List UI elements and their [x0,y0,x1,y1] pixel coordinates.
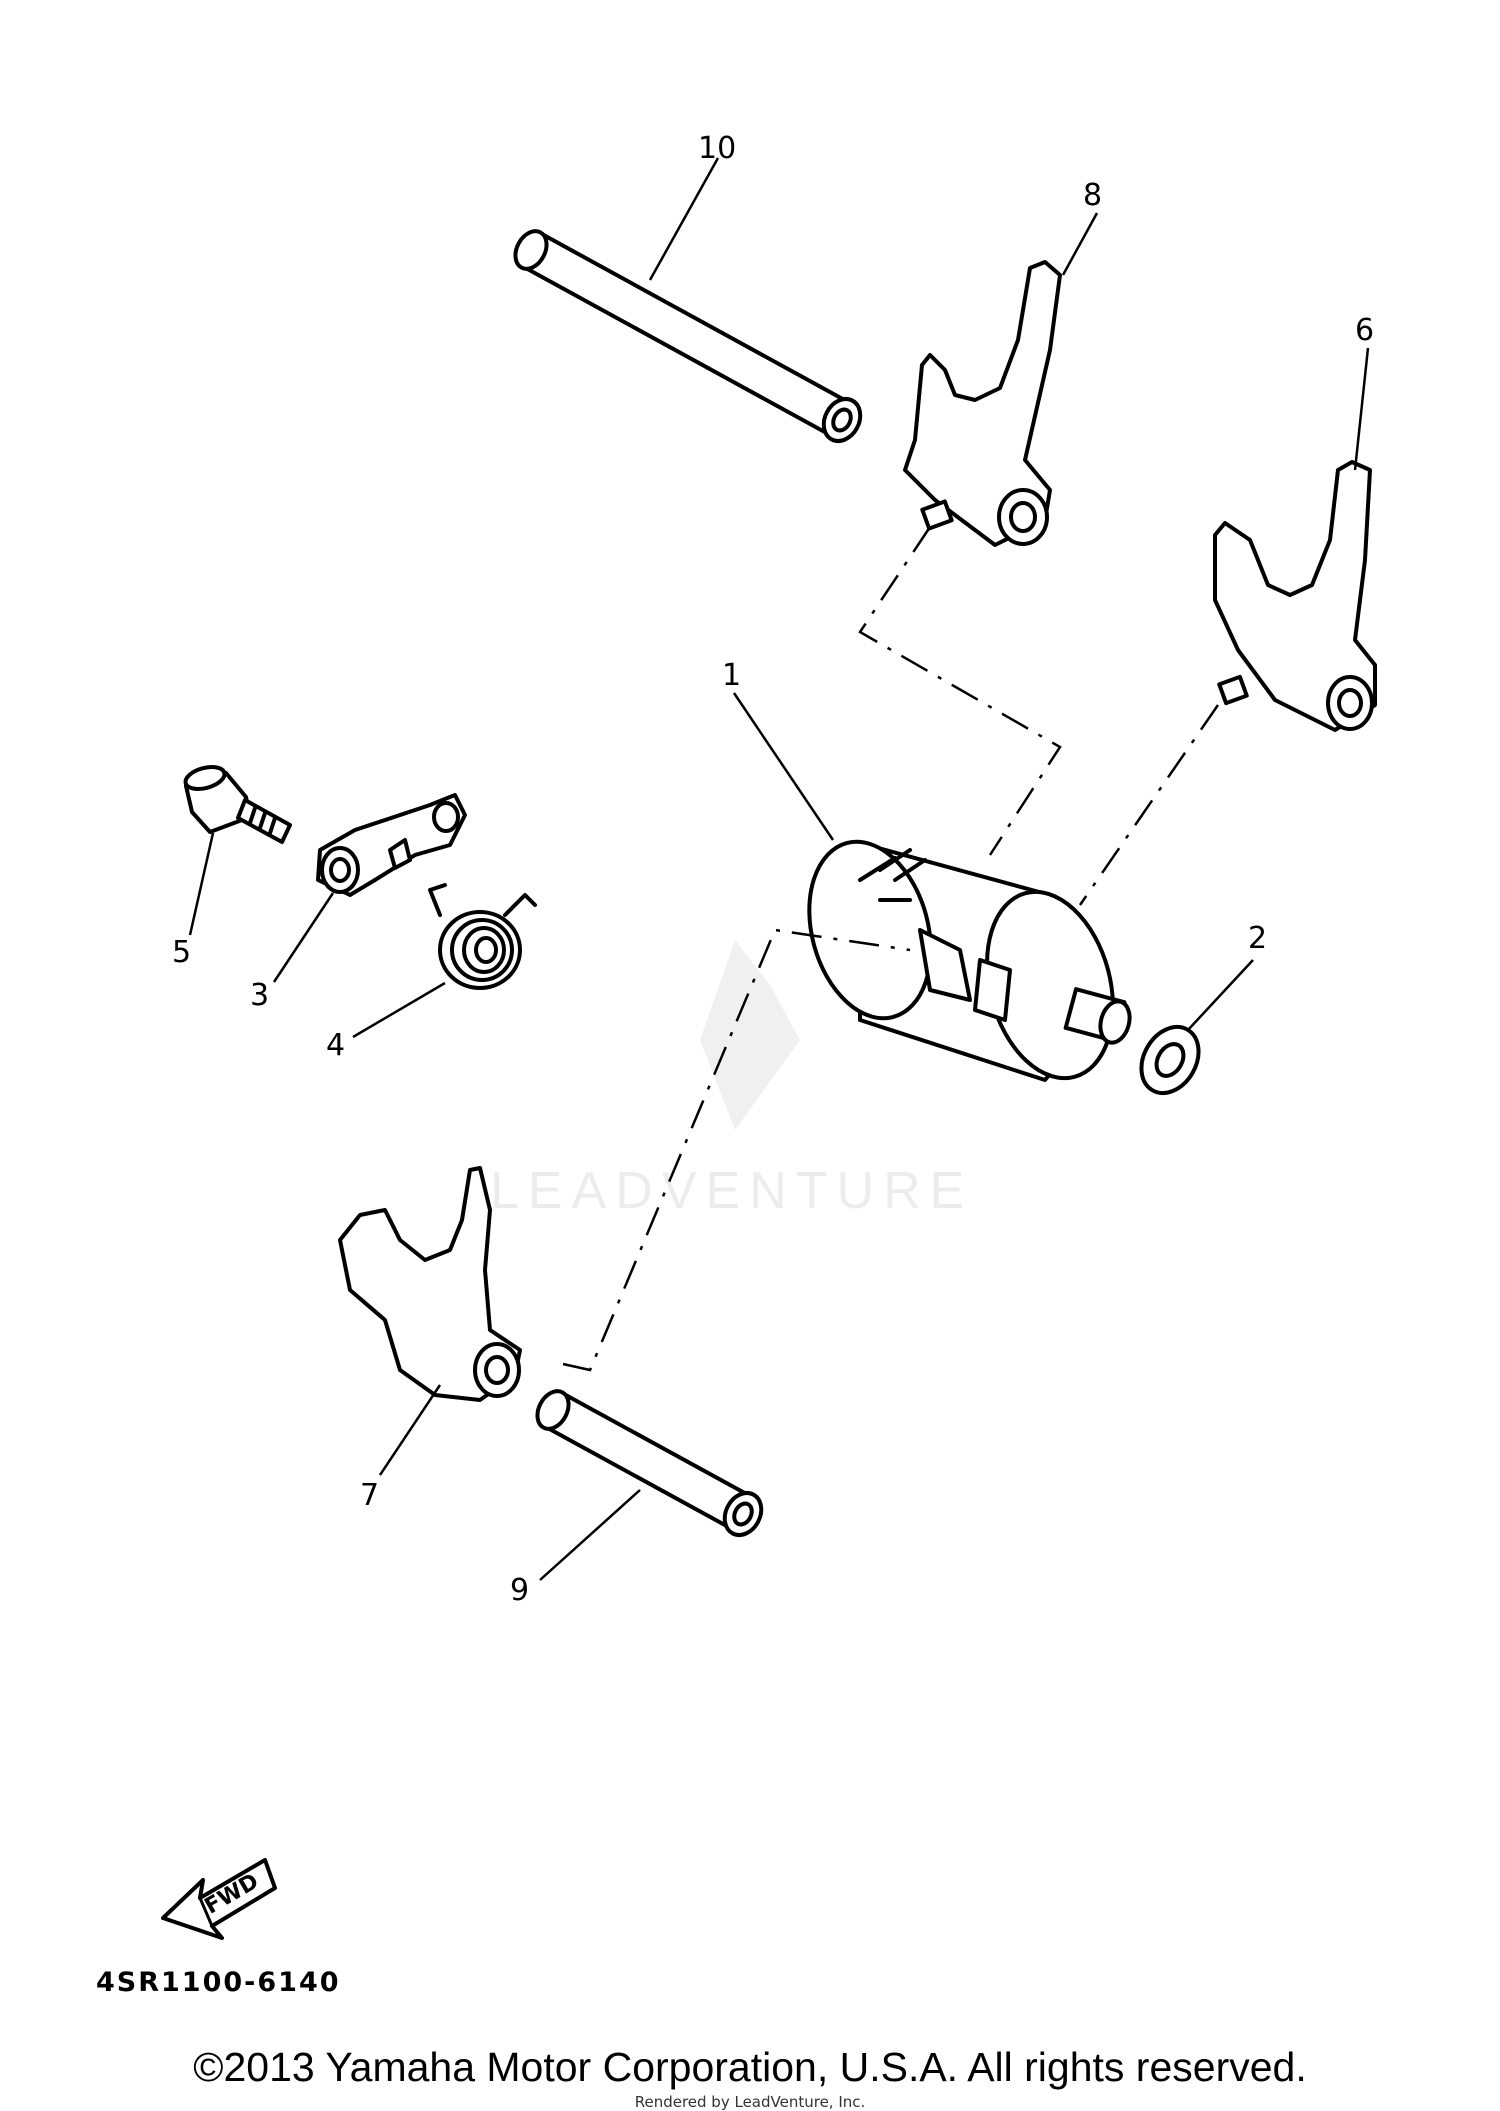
callout-3: 3 [250,978,269,1013]
part-10-guide-bar [513,229,863,444]
part-5-bolt [183,765,292,844]
callout-labels: 10 8 6 1 2 5 3 4 7 9 [172,131,1374,1608]
callout-6: 6 [1355,313,1374,348]
callout-7: 7 [360,1478,379,1513]
leader-lines [188,157,1370,1581]
callout-2: 2 [1248,921,1267,956]
part-2-washer [1139,1025,1201,1095]
callout-4: 4 [326,1028,345,1063]
copyright-notice: ©2013 Yamaha Motor Corporation, U.S.A. A… [193,2044,1307,2090]
part-6-shift-fork [1213,460,1377,732]
callout-10: 10 [698,131,736,166]
part-9-guide-bar [535,1389,764,1538]
rendered-by-notice: Rendered by LeadVenture, Inc. [634,2093,866,2111]
assembly-lines [562,526,1220,1372]
part-4-torsion-spring [428,883,537,990]
part-1-shift-drum [807,839,1132,1082]
callout-8: 8 [1083,178,1102,213]
diagram-code: 4SR1100-6140 [96,1967,341,1998]
watermark-text: LEADVENTURE [490,1162,973,1220]
callout-1: 1 [722,658,741,693]
part-7-shift-fork [338,1166,522,1402]
part-3-stopper-lever [316,793,467,897]
fwd-arrow-icon: FWD [161,1858,277,1940]
callout-5: 5 [172,935,191,970]
callout-9: 9 [510,1573,529,1608]
watermark: LEADVENTURE [490,940,973,1220]
part-8-shift-fork [903,260,1062,547]
